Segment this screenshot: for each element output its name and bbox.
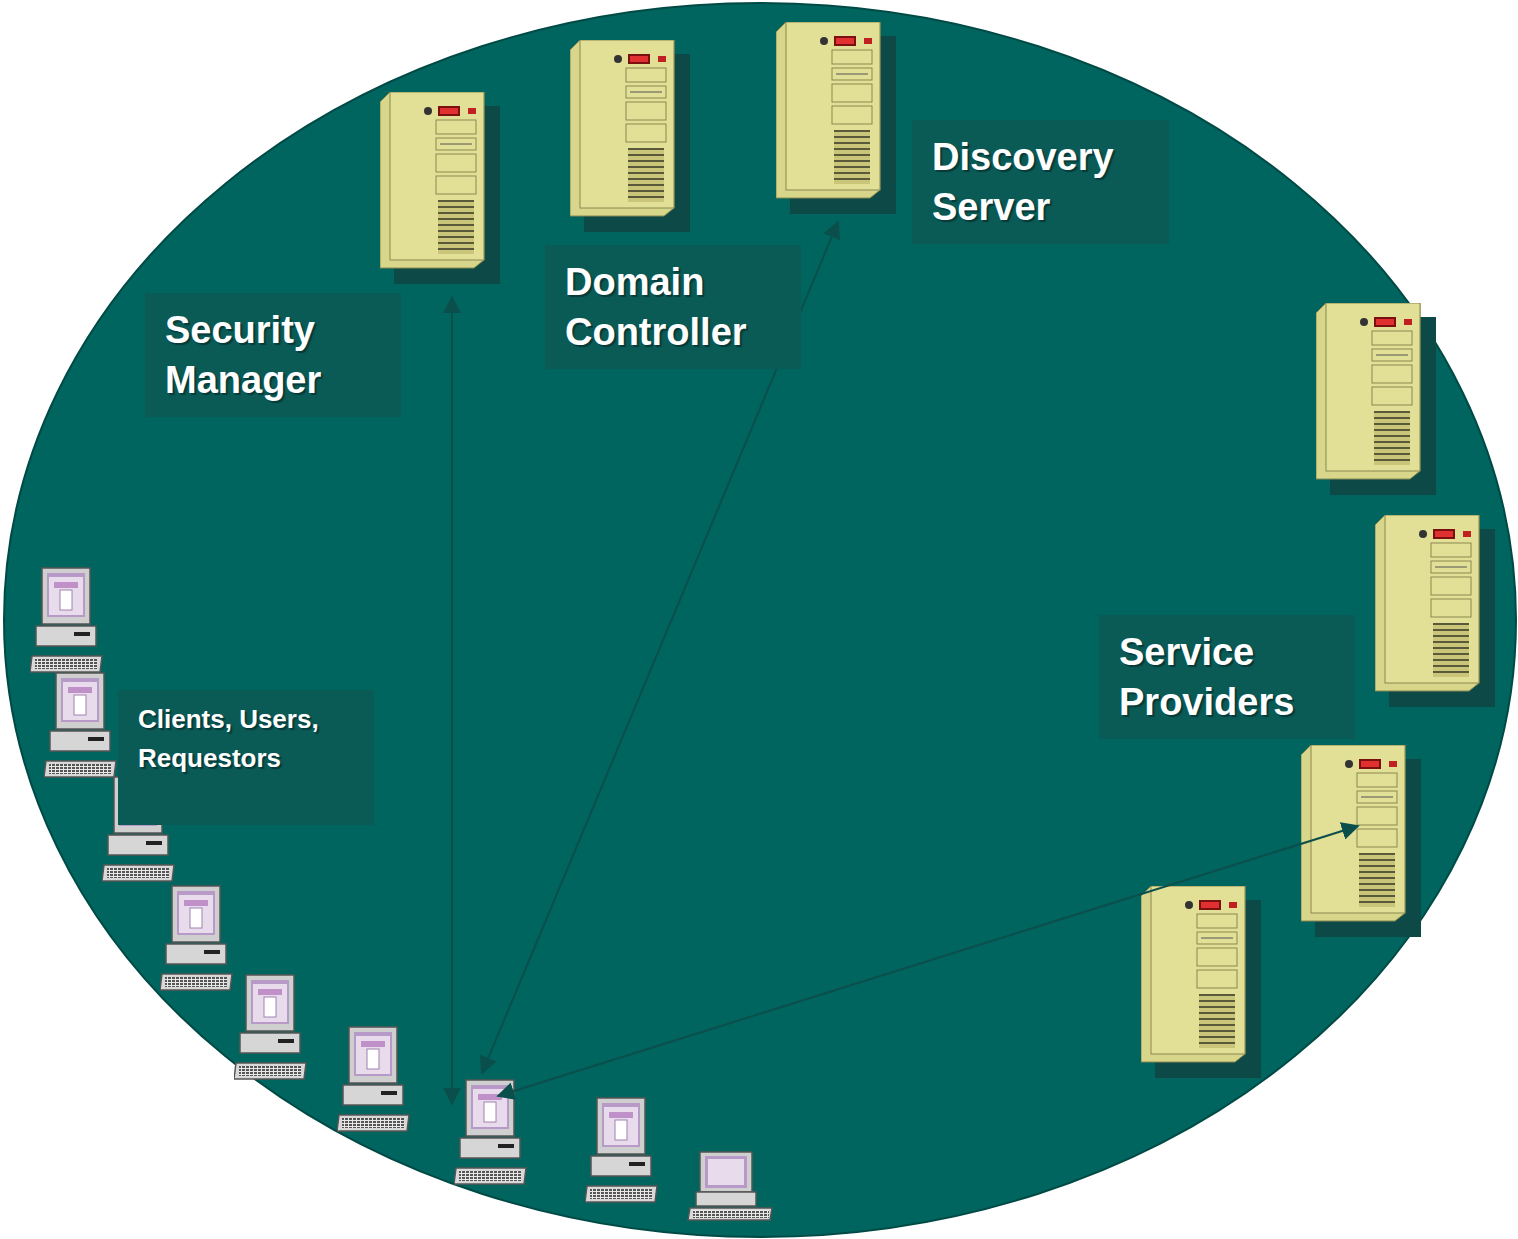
server-role-label: Discovery Server: [912, 120, 1169, 244]
label-text: Security Manager: [165, 305, 381, 405]
client-group-label: Clients, Users, Requestors: [118, 690, 374, 825]
label-text: Clients, Users, Requestors: [138, 700, 354, 778]
server-role-label: Security Manager: [145, 293, 401, 417]
label-text: Discovery Server: [932, 132, 1149, 232]
server-role-label: Service Providers: [1099, 615, 1355, 739]
label-text: Domain Controller: [565, 257, 781, 357]
label-text: Service Providers: [1119, 627, 1335, 727]
server-role-label: Domain Controller: [545, 245, 801, 369]
